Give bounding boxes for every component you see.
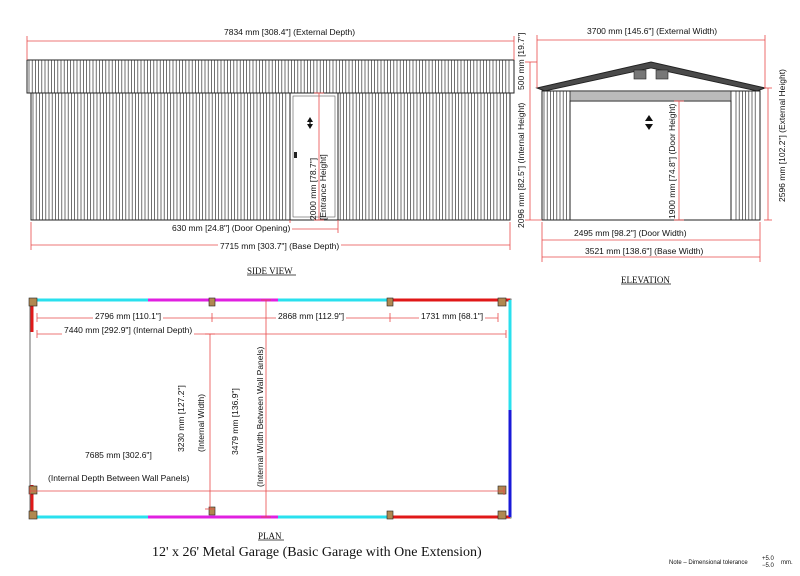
external-depth-label: 7834 mm [308.4"] (External Depth) [222, 27, 358, 37]
roof-vent-left [633, 69, 647, 80]
elevation-title: ELEVATION [621, 275, 670, 285]
segment-3-label: 1731 mm [68.1"] [419, 311, 486, 321]
entrance-height-caption: [Entrance Height] [318, 154, 328, 220]
side-roof [26, 59, 515, 94]
corner-post [28, 297, 38, 307]
label-underlines [247, 274, 671, 541]
door-handle [294, 152, 297, 158]
segment-1-label: 2796 mm [110.1"] [93, 311, 164, 321]
arrow-down-icon [307, 124, 313, 129]
elevation-wall-ribs [543, 91, 756, 220]
internal-width-value: 3230 mm [127.2"] [176, 385, 186, 452]
internal-width-between-value: 3479 mm [136.9"] [230, 388, 240, 455]
entrance-height-label: 2000 mm [78.7"] [308, 157, 318, 220]
door-width-label: 2495 mm [98.2"] (Door Width) [572, 228, 689, 238]
internal-depth-between-caption: (Internal Depth Between Wall Panels) [48, 473, 190, 483]
corner-post [208, 506, 216, 516]
elevation-drawing [535, 61, 767, 221]
corner-post [497, 485, 507, 495]
tolerance-note: Note – Dimensional tolerance [669, 560, 748, 566]
tolerance-plus: +5.0 [762, 556, 774, 562]
base-depth-label: 7715 mm [303.7"] (Base Depth) [218, 241, 342, 251]
internal-width-between-caption: (Internal Width Between Wall Panels) [255, 346, 265, 487]
corner-post [386, 297, 394, 307]
side-roof-ribs [28, 60, 510, 93]
side-wall [30, 92, 511, 221]
door-header [569, 90, 732, 102]
corner-post [386, 510, 394, 520]
tolerance-unit: mm. [781, 560, 793, 566]
arrow-down-icon [645, 124, 653, 130]
internal-depth-label: 7440 mm [292.9"] (Internal Depth) [62, 325, 195, 335]
tolerance-minus: −5.0 [762, 563, 774, 569]
internal-width-caption: (Internal Width) [196, 393, 206, 452]
base-width-label: 3521 mm [138.6"] (Base Width) [583, 246, 706, 256]
plan-drawing [28, 297, 512, 520]
elevation-dimension-lines [525, 35, 772, 262]
corner-post [28, 485, 38, 495]
arrow-up-icon [645, 115, 653, 121]
roof-vent-right [655, 69, 669, 80]
side-view-drawing [26, 59, 515, 221]
corner-post [28, 510, 38, 520]
internal-depth-between-value: 7685 mm [302.6"] [85, 450, 152, 460]
door-opening-label: 630 mm [24.8"] (Door Opening) [170, 223, 293, 233]
side-view-title: SIDE VIEW [247, 266, 293, 276]
internal-height-label: 2096 mm [82.5"] (Internal Height) [516, 102, 526, 228]
side-wall-ribs [32, 93, 507, 220]
side-door-inner [292, 95, 336, 218]
external-width-label: 3700 mm [145.6"] (External Width) [585, 26, 720, 36]
door-height-label: 1900 mm [74.8"] (Door Height) [667, 103, 677, 219]
corner-post [208, 297, 216, 307]
segment-2-label: 2868 mm [112.9"] [276, 311, 347, 321]
roof-height-label: 500 mm [19.7"] [516, 32, 526, 90]
corner-post [497, 510, 507, 520]
corner-post [497, 297, 507, 307]
arrow-up-icon [307, 117, 313, 122]
external-height-label: 2596 mm [102.2"] (External Height) [777, 69, 787, 202]
plan-title: PLAN [258, 531, 282, 541]
side-door [289, 92, 339, 221]
drawing-title: 12' x 26' Metal Garage (Basic Garage wit… [152, 545, 482, 560]
